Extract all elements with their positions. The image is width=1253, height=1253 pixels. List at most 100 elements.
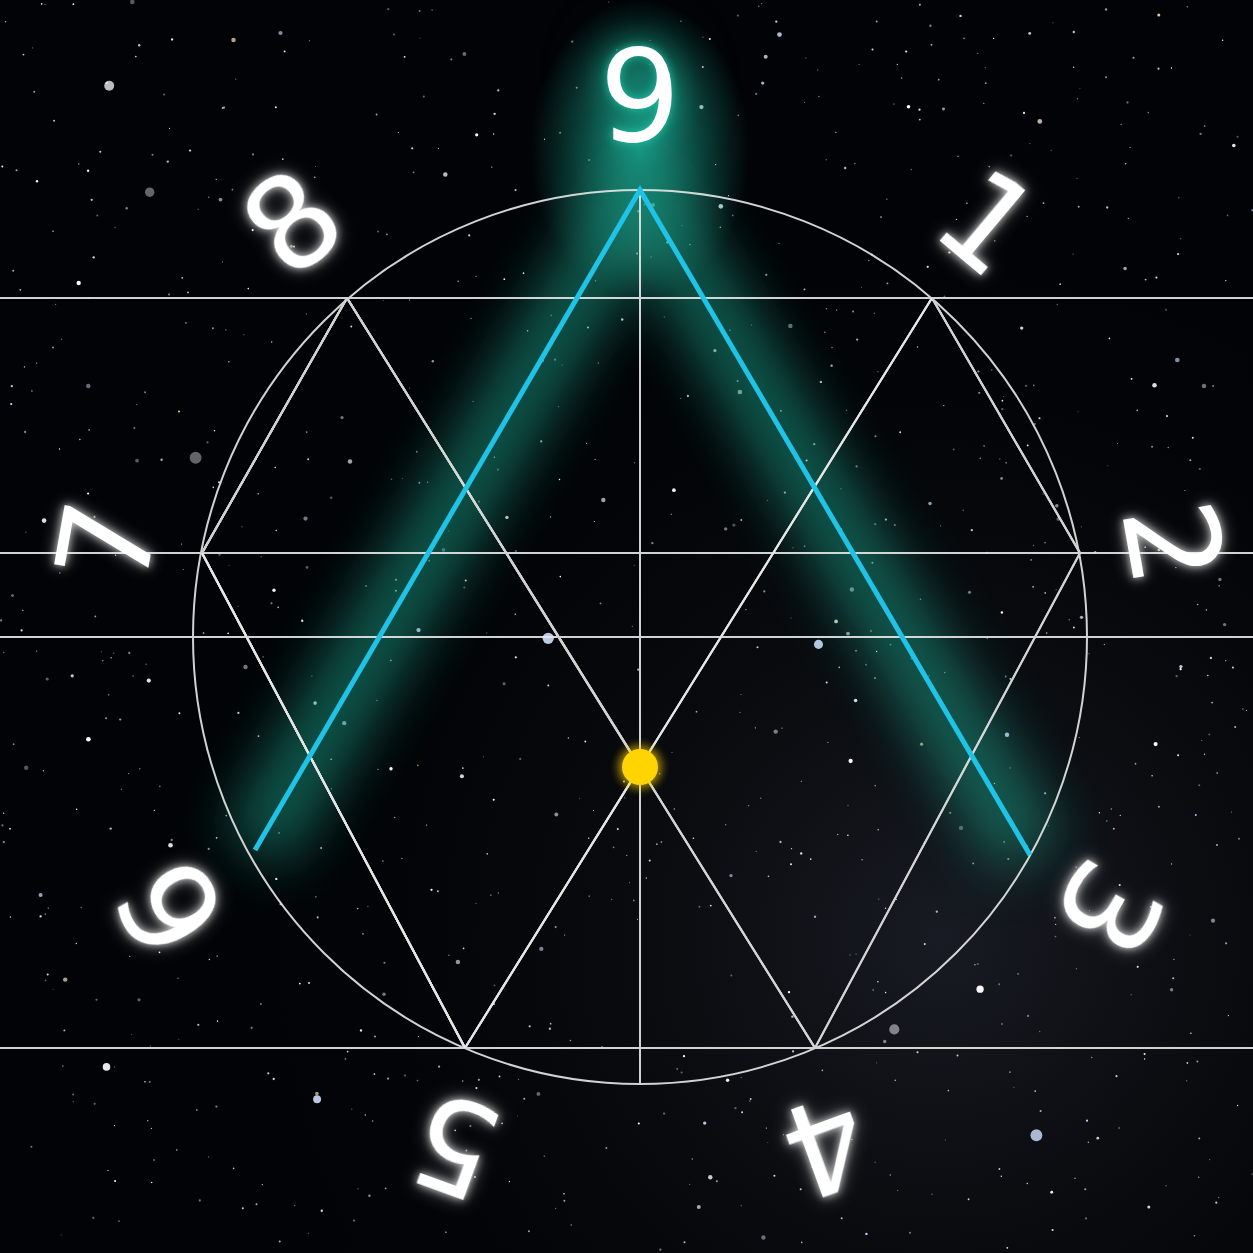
star [1189, 459, 1191, 461]
star [1177, 754, 1179, 756]
star [877, 371, 878, 372]
star [1232, 144, 1236, 148]
star [178, 1039, 179, 1040]
star [190, 452, 202, 464]
star [919, 4, 921, 6]
star [515, 656, 517, 658]
star [243, 334, 244, 335]
star [1232, 666, 1234, 668]
star [1218, 585, 1219, 586]
star [218, 554, 220, 556]
star [877, 981, 878, 982]
star [790, 863, 792, 865]
star [586, 443, 587, 444]
star [801, 781, 802, 782]
star [387, 8, 389, 10]
star [617, 828, 619, 830]
diagonal-line [465, 767, 640, 1048]
star [101, 651, 102, 652]
star [938, 79, 940, 81]
star [136, 404, 137, 405]
star [365, 585, 367, 587]
star [672, 488, 676, 492]
star [978, 392, 980, 394]
star [729, 874, 732, 877]
star [1076, 968, 1077, 969]
star [1173, 959, 1174, 960]
star [1131, 994, 1132, 995]
star [1231, 812, 1232, 813]
star [918, 109, 920, 111]
star [1106, 820, 1107, 821]
star [859, 64, 860, 65]
star [515, 189, 517, 191]
star [386, 234, 388, 236]
star [107, 1170, 108, 1171]
star [490, 894, 492, 896]
star [1225, 942, 1227, 944]
star [498, 892, 499, 893]
star [315, 1092, 319, 1096]
star [217, 1020, 219, 1022]
star [1057, 304, 1058, 305]
star [55, 304, 56, 305]
star [1196, 1061, 1198, 1063]
star [321, 1210, 323, 1212]
star [30, 1146, 32, 1148]
star [1040, 1110, 1042, 1112]
star [273, 1078, 275, 1080]
star [212, 327, 214, 329]
star [1027, 1015, 1029, 1017]
star [199, 1199, 201, 1201]
star [998, 983, 1000, 985]
star [1242, 708, 1243, 709]
star [1123, 267, 1127, 271]
star [215, 1106, 217, 1108]
star [181, 277, 183, 279]
star [559, 479, 561, 481]
star [983, 103, 984, 104]
star [32, 47, 33, 48]
star [1171, 67, 1172, 68]
star [11, 385, 13, 387]
diagonal-line [465, 298, 932, 1048]
star [749, 1100, 751, 1102]
star [1003, 396, 1004, 397]
star [550, 1023, 552, 1025]
star [777, 32, 782, 37]
star [1050, 1191, 1053, 1194]
star [579, 798, 580, 799]
star [820, 381, 822, 383]
star [1044, 592, 1046, 594]
star [196, 1109, 197, 1110]
star [486, 853, 488, 855]
star [153, 1159, 155, 1161]
star [801, 1242, 803, 1244]
star [389, 767, 392, 770]
star [883, 1040, 886, 1043]
star [260, 1003, 262, 1005]
star [629, 882, 630, 883]
star [149, 1081, 151, 1083]
star [203, 632, 205, 634]
star [790, 617, 791, 618]
star [1009, 1071, 1011, 1073]
star [761, 1235, 765, 1239]
star [886, 199, 887, 200]
star [260, 556, 261, 557]
star [931, 44, 933, 46]
star [876, 1062, 877, 1063]
star [503, 278, 505, 280]
diagonal-line [465, 767, 640, 1048]
star [765, 274, 767, 276]
star [110, 657, 112, 659]
star [404, 56, 406, 58]
star [307, 458, 309, 460]
star [1088, 653, 1090, 655]
star [147, 1120, 148, 1121]
star [634, 565, 635, 566]
star [77, 281, 81, 285]
star [198, 209, 199, 210]
star [509, 1181, 510, 1182]
